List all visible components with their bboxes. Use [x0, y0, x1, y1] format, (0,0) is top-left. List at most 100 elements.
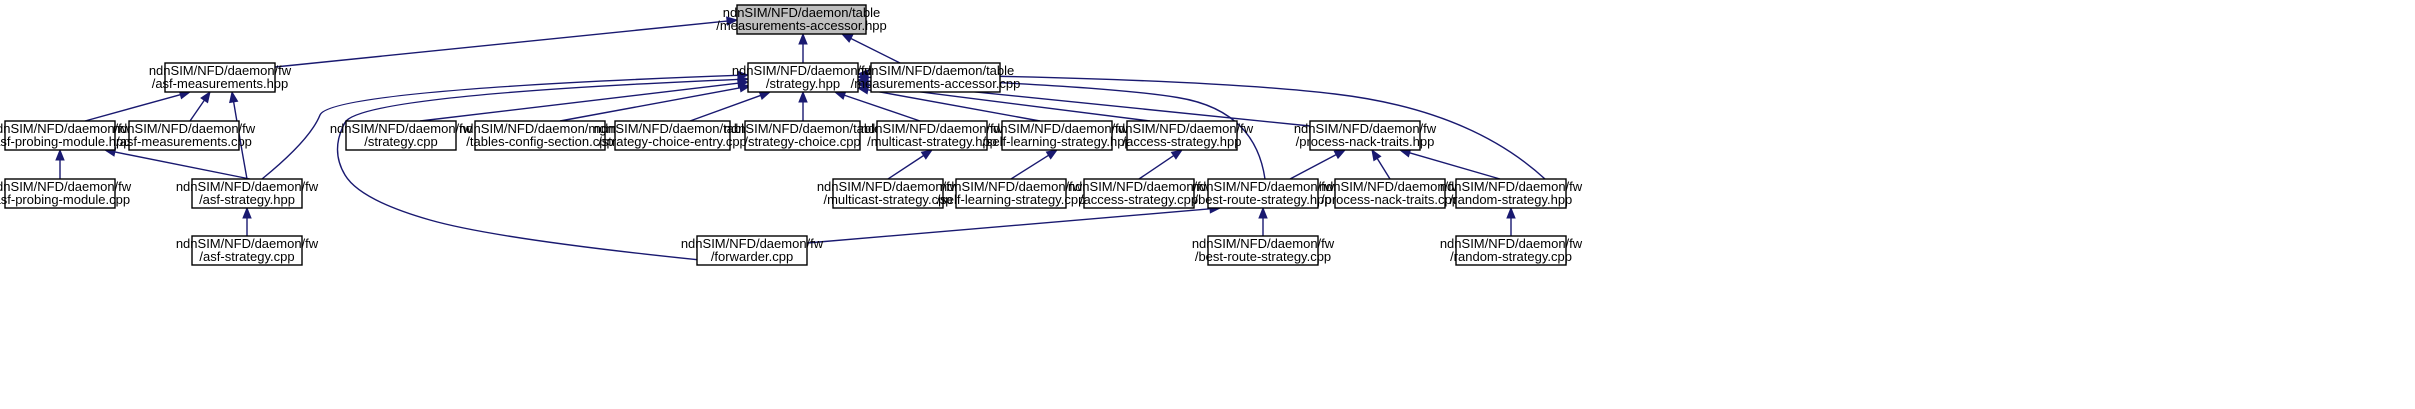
- node-path-label: ndnSIM/NFD/daemon/table: [724, 121, 882, 136]
- node-path-label: ndnSIM/NFD/daemon/fw: [176, 236, 319, 251]
- node-asf_probe_hpp[interactable]: ndnSIM/NFD/daemon/fw/asf-probing-module.…: [0, 120, 132, 151]
- node-box[interactable]: [4, 120, 116, 151]
- node-box[interactable]: [736, 4, 867, 35]
- arrowhead: [726, 16, 739, 26]
- arrowhead: [856, 69, 869, 79]
- node-pnt_hpp[interactable]: ndnSIM/NFD/daemon/fw/process-nack-traits…: [1294, 120, 1437, 151]
- edge-selflearn_hpp-to-strategy_hpp: [867, 89, 1041, 122]
- node-box[interactable]: [870, 62, 1001, 93]
- edge-tables_cfg_cpp-to-strategy_hpp: [559, 87, 741, 122]
- edge-asf_meas_hpp-to-root: [274, 20, 728, 68]
- node-file-label: /strategy-choice.cpp: [744, 134, 860, 149]
- node-file-label: /measurements-accessor.hpp: [716, 18, 887, 33]
- node-strategy_cpp[interactable]: ndnSIM/NFD/daemon/fw/strategy.cpp: [330, 120, 473, 151]
- node-file-label: /best-route-strategy.hpp: [1194, 192, 1331, 207]
- node-asf_strat_cpp[interactable]: ndnSIM/NFD/daemon/fw/asf-strategy.cpp: [176, 235, 319, 266]
- node-meas_acc_cpp[interactable]: ndnSIM/NFD/daemon/table/measurements-acc…: [851, 62, 1021, 93]
- node-path-label: ndnSIM/NFD/daemon/mgmt: [459, 121, 621, 136]
- node-path-label: ndnSIM/NFD/daemon/fw: [1440, 236, 1583, 251]
- node-bestroute_cpp[interactable]: ndnSIM/NFD/daemon/fw/best-route-strategy…: [1192, 235, 1335, 266]
- node-box[interactable]: [955, 178, 1067, 209]
- node-box[interactable]: [614, 120, 731, 151]
- edge-sce_cpp-to-strategy_hpp: [689, 94, 761, 122]
- node-path-label: ndnSIM/NFD/daemon/fw: [1319, 179, 1462, 194]
- node-strategy_hpp[interactable]: ndnSIM/NFD/daemon/fw/strategy.hpp: [732, 62, 875, 93]
- node-box[interactable]: [1309, 120, 1421, 151]
- node-file-label: /multicast-strategy.hpp: [867, 134, 997, 149]
- arrowhead: [758, 91, 772, 101]
- node-sce_cpp[interactable]: ndnSIM/NFD/daemon/table/strategy-choice-…: [594, 120, 752, 151]
- node-access_cpp[interactable]: ndnSIM/NFD/daemon/fw/access-strategy.cpp: [1068, 178, 1211, 209]
- node-box[interactable]: [164, 62, 276, 93]
- node-sc_cpp[interactable]: ndnSIM/NFD/daemon/table/strategy-choice.…: [724, 120, 882, 151]
- node-pnt_cpp[interactable]: ndnSIM/NFD/daemon/fw/process-nack-traits…: [1319, 178, 1462, 209]
- node-box[interactable]: [832, 178, 944, 209]
- node-file-label: /asf-probing-module.cpp: [0, 192, 130, 207]
- node-box[interactable]: [345, 120, 457, 151]
- arrowhead: [229, 90, 239, 104]
- edge-random_hpp-to-pnt_hpp: [1409, 152, 1501, 180]
- node-box[interactable]: [4, 178, 116, 209]
- node-box[interactable]: [744, 120, 861, 151]
- node-selflearn_cpp[interactable]: ndnSIM/NFD/daemon/fw/self-learning-strat…: [937, 178, 1086, 209]
- edge-asf_meas_cpp-to-asf_meas_hpp: [189, 99, 205, 122]
- node-box[interactable]: [191, 178, 303, 209]
- node-path-label: ndnSIM/NFD/daemon/fw: [113, 121, 256, 136]
- node-box[interactable]: [1126, 120, 1238, 151]
- node-asf_strat_hpp[interactable]: ndnSIM/NFD/daemon/fw/asf-strategy.hpp: [176, 178, 319, 209]
- node-box[interactable]: [876, 120, 988, 151]
- edge-asf_strat_hpp-to-asf_probe_hpp: [114, 151, 251, 180]
- node-root[interactable]: ndnSIM/NFD/daemon/table/measurements-acc…: [716, 4, 887, 35]
- node-path-label: ndnSIM/NFD/daemon/fw: [861, 121, 1004, 136]
- node-box[interactable]: [1083, 178, 1195, 209]
- edge-meas_acc_cpp-to-root: [850, 37, 901, 64]
- edge-random_hpp-to-strategy_hpp: [867, 73, 1546, 180]
- node-bestroute_hpp[interactable]: ndnSIM/NFD/daemon/fw/best-route-strategy…: [1192, 178, 1335, 209]
- node-random_hpp[interactable]: ndnSIM/NFD/daemon/fw/random-strategy.hpp: [1440, 178, 1583, 209]
- node-box[interactable]: [1455, 235, 1567, 266]
- node-box[interactable]: [191, 235, 303, 266]
- node-multicast_hpp[interactable]: ndnSIM/NFD/daemon/fw/multicast-strategy.…: [861, 120, 1004, 151]
- node-box[interactable]: [1334, 178, 1446, 209]
- node-access_hpp[interactable]: ndnSIM/NFD/daemon/fw/access-strategy.hpp: [1111, 120, 1254, 151]
- node-box[interactable]: [1207, 235, 1319, 266]
- node-random_cpp[interactable]: ndnSIM/NFD/daemon/fw/random-strategy.cpp: [1440, 235, 1583, 266]
- node-path-label: ndnSIM/NFD/daemon/fw: [1294, 121, 1437, 136]
- arrowhead: [1170, 149, 1184, 160]
- node-box[interactable]: [128, 120, 240, 151]
- node-file-label: /asf-measurements.hpp: [152, 76, 289, 91]
- node-path-label: ndnSIM/NFD/daemon/fw: [330, 121, 473, 136]
- node-path-label: ndnSIM/NFD/daemon/fw: [149, 63, 292, 78]
- node-file-label: /asf-strategy.hpp: [199, 192, 295, 207]
- arrowhead: [1333, 149, 1347, 160]
- node-box[interactable]: [474, 120, 606, 151]
- node-path-label: ndnSIM/NFD/daemon/fw: [1192, 179, 1335, 194]
- nodes-layer: ndnSIM/NFD/daemon/table/measurements-acc…: [0, 4, 1583, 266]
- arrowhead: [1258, 206, 1268, 219]
- node-box[interactable]: [1455, 178, 1567, 209]
- node-box[interactable]: [747, 62, 859, 93]
- node-box[interactable]: [1207, 178, 1319, 209]
- edge-asf_strat_hpp-to-strategy_hpp: [261, 74, 739, 180]
- node-selflearn_hpp[interactable]: ndnSIM/NFD/daemon/fw/self-learning-strat…: [982, 120, 1132, 151]
- node-asf_probe_cpp[interactable]: ndnSIM/NFD/daemon/fw/asf-probing-module.…: [0, 178, 132, 209]
- node-asf_meas_hpp[interactable]: ndnSIM/NFD/daemon/fw/asf-measurements.hp…: [149, 62, 292, 93]
- arrowhead: [1045, 149, 1059, 160]
- node-box[interactable]: [696, 235, 808, 266]
- node-multicast_cpp[interactable]: ndnSIM/NFD/daemon/fw/multicast-strategy.…: [817, 178, 960, 209]
- node-path-label: ndnSIM/NFD/daemon/fw: [1111, 121, 1254, 136]
- arrowhead: [1506, 206, 1516, 219]
- node-file-label: /multicast-strategy.cpp: [823, 192, 952, 207]
- edge-pnt_cpp-to-pnt_hpp: [1376, 158, 1391, 180]
- arrowhead: [242, 206, 252, 219]
- node-file-label: /random-strategy.cpp: [1450, 249, 1572, 264]
- node-path-label: ndnSIM/NFD/daemon/fw: [817, 179, 960, 194]
- node-path-label: ndnSIM/NFD/daemon/fw: [0, 179, 132, 194]
- node-asf_meas_cpp[interactable]: ndnSIM/NFD/daemon/fw/asf-measurements.cp…: [113, 120, 256, 151]
- node-forwarder_cpp[interactable]: ndnSIM/NFD/daemon/fw/forwarder.cpp: [681, 235, 824, 266]
- node-box[interactable]: [1001, 120, 1113, 151]
- node-tables_cfg_cpp[interactable]: ndnSIM/NFD/daemon/mgmt/tables-config-sec…: [459, 120, 621, 151]
- node-path-label: ndnSIM/NFD/daemon/table: [594, 121, 752, 136]
- node-file-label: /strategy-choice-entry.cpp: [598, 134, 747, 149]
- arrowhead: [798, 90, 808, 103]
